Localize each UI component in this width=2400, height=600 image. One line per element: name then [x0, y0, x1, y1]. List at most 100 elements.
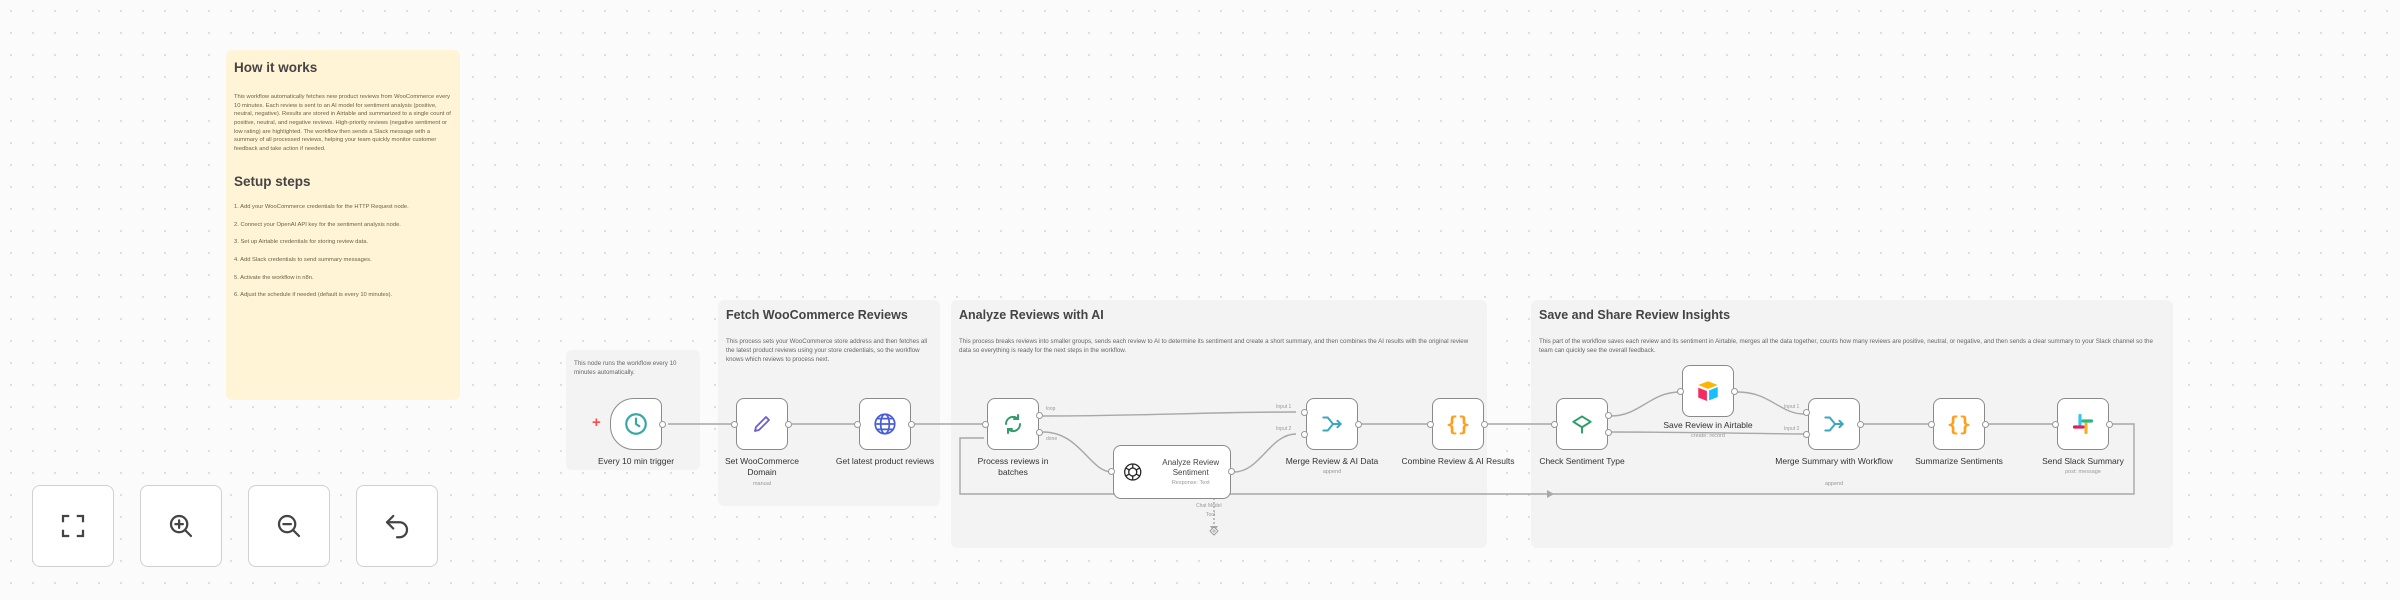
- setup-step: 2. Connect your OpenAI API key for the s…: [234, 221, 401, 228]
- fetch-body: This process sets your WooCommerce store…: [726, 338, 928, 363]
- fullscreen-icon: [61, 514, 85, 538]
- node-summarize[interactable]: {}: [1933, 398, 1985, 450]
- openai-icon: [1124, 463, 1142, 481]
- check-label: Check Sentiment Type: [1539, 456, 1625, 466]
- node-set-domain[interactable]: [736, 398, 788, 450]
- pencil-icon: [754, 416, 770, 432]
- check-output-port[interactable]: [1605, 412, 1612, 419]
- code-icon: {}: [1445, 412, 1471, 436]
- analyze-input-port[interactable]: [1108, 468, 1115, 475]
- get-reviews-input-port[interactable]: [854, 421, 861, 428]
- get-reviews-output-port[interactable]: [908, 421, 915, 428]
- analyze-node-title: Analyze Review Sentiment: [1162, 457, 1220, 477]
- edge-label-input2: Input 2: [1784, 426, 1800, 432]
- edge-label-input1: Input 1: [1784, 404, 1800, 410]
- sticky-how-it-works[interactable]: How it works This workflow automatically…: [226, 50, 460, 400]
- airtable-input-port[interactable]: [1677, 388, 1684, 395]
- save-body: This part of the workflow saves each rev…: [1539, 338, 2153, 354]
- edge-label-input2: Input 2: [1276, 426, 1292, 432]
- node-airtable[interactable]: [1682, 365, 1734, 417]
- get-reviews-label: Get latest product reviews: [835, 456, 935, 466]
- node-trigger[interactable]: [610, 398, 662, 450]
- how-it-works-body: This workflow automatically fetches new …: [234, 94, 451, 153]
- node-merge-summary[interactable]: [1808, 398, 1860, 450]
- setup-step: 5. Activate the workflow in n8n.: [234, 274, 314, 281]
- merge-summary-input1-port[interactable]: [1803, 409, 1810, 416]
- zoom-out-button[interactable]: [248, 485, 330, 567]
- clock-icon: [625, 413, 647, 435]
- set-domain-sub: manual: [752, 481, 772, 487]
- zoom-in-icon: [169, 514, 193, 538]
- batches-label: Process reviews in batches: [977, 456, 1049, 477]
- merge-ai-input1-port[interactable]: [1301, 409, 1308, 416]
- check-input-port[interactable]: [1551, 421, 1558, 428]
- slack-output-port[interactable]: [2106, 421, 2113, 428]
- node-get-reviews[interactable]: [859, 398, 911, 450]
- slack-input-port[interactable]: [2052, 421, 2059, 428]
- node-analyze-sentiment[interactable]: Analyze Review Sentiment Response: Text: [1113, 445, 1231, 499]
- undo-icon: [385, 514, 409, 539]
- set-domain-label: Set WooCommerce Domain: [724, 456, 799, 477]
- trigger-plus-icon[interactable]: +: [592, 414, 601, 431]
- fit-view-button[interactable]: [32, 485, 114, 567]
- setup-step: 1. Add your WooCommerce credentials for …: [234, 203, 409, 210]
- setup-step: 6. Adjust the schedule if needed (defaul…: [234, 292, 393, 299]
- analyze-node-sub: Response: Text: [1171, 480, 1210, 487]
- analyze-output-port[interactable]: [1228, 468, 1235, 475]
- slack-label: Send Slack Summary: [2042, 456, 2124, 466]
- edge-label-loop: loop: [1046, 406, 1056, 412]
- analyze-title: Analyze Reviews with AI: [959, 308, 1104, 322]
- combine-output-port[interactable]: [1481, 421, 1488, 428]
- save-title: Save and Share Review Insights: [1539, 308, 1731, 322]
- merge-summary-input2-port[interactable]: [1803, 431, 1810, 438]
- trigger-output-port[interactable]: [659, 421, 666, 428]
- trigger-label: Every 10 min trigger: [597, 456, 675, 466]
- airtable-output-port[interactable]: [1731, 388, 1738, 395]
- merge-ai-sub: append: [1322, 469, 1342, 475]
- merge-icon: [1322, 416, 1343, 432]
- slack-sub: post: message: [2065, 469, 2101, 475]
- merge-summary-output-port[interactable]: [1857, 421, 1864, 428]
- batches-input-port[interactable]: [982, 421, 989, 428]
- edge-label-tool: Tool: [1206, 512, 1216, 518]
- slack-icon: [2072, 413, 2094, 435]
- setup-steps-title: Setup steps: [234, 173, 311, 189]
- setup-step: 4. Add Slack credentials to send summary…: [234, 256, 372, 263]
- how-it-works-title: How it works: [234, 60, 318, 75]
- reset-view-button[interactable]: [356, 485, 438, 567]
- edge-label-done: done: [1046, 436, 1058, 442]
- merge-icon: [1824, 416, 1845, 432]
- fetch-title: Fetch WooCommerce Reviews: [726, 308, 908, 322]
- airtable-sub: create: record: [1691, 433, 1725, 439]
- merge-ai-input2-port[interactable]: [1301, 431, 1308, 438]
- set-domain-input-port[interactable]: [731, 421, 738, 428]
- node-check-sentiment[interactable]: [1556, 398, 1608, 450]
- merge-ai-output-port[interactable]: [1355, 421, 1362, 428]
- analyze-body: This process breaks reviews into smaller…: [959, 338, 1469, 354]
- node-merge-ai[interactable]: [1306, 398, 1358, 450]
- zoom-out-icon: [277, 514, 301, 538]
- edge-label-input1: Input 1: [1276, 404, 1292, 410]
- summarize-output-port[interactable]: [1982, 421, 1989, 428]
- combine-label: Combine Review & AI Results: [1401, 456, 1515, 466]
- check-output-port[interactable]: [1605, 429, 1612, 436]
- set-domain-output-port[interactable]: [785, 421, 792, 428]
- combine-input-port[interactable]: [1427, 421, 1434, 428]
- node-batches[interactable]: [987, 398, 1039, 450]
- batches-loop-port[interactable]: [1036, 412, 1043, 419]
- batches-done-port[interactable]: [1036, 429, 1043, 436]
- merge-summary-sub: append: [1824, 481, 1844, 487]
- node-combine[interactable]: {}: [1432, 398, 1484, 450]
- zoom-in-button[interactable]: [140, 485, 222, 567]
- switch-icon: [1572, 415, 1592, 434]
- loop-icon: [1004, 414, 1022, 434]
- airtable-label: Save Review in Airtable: [1663, 420, 1753, 430]
- merge-ai-label: Merge Review & AI Data: [1285, 456, 1379, 466]
- edge-label-chat-model: Chat Model: [1196, 503, 1222, 509]
- globe-icon: [874, 413, 896, 435]
- summarize-input-port[interactable]: [1928, 421, 1935, 428]
- node-slack[interactable]: [2057, 398, 2109, 450]
- airtable-icon: [1698, 381, 1718, 401]
- summarize-label: Summarize Sentiments: [1915, 456, 2003, 466]
- setup-step: 3. Set up Airtable credentials for stori…: [234, 239, 369, 246]
